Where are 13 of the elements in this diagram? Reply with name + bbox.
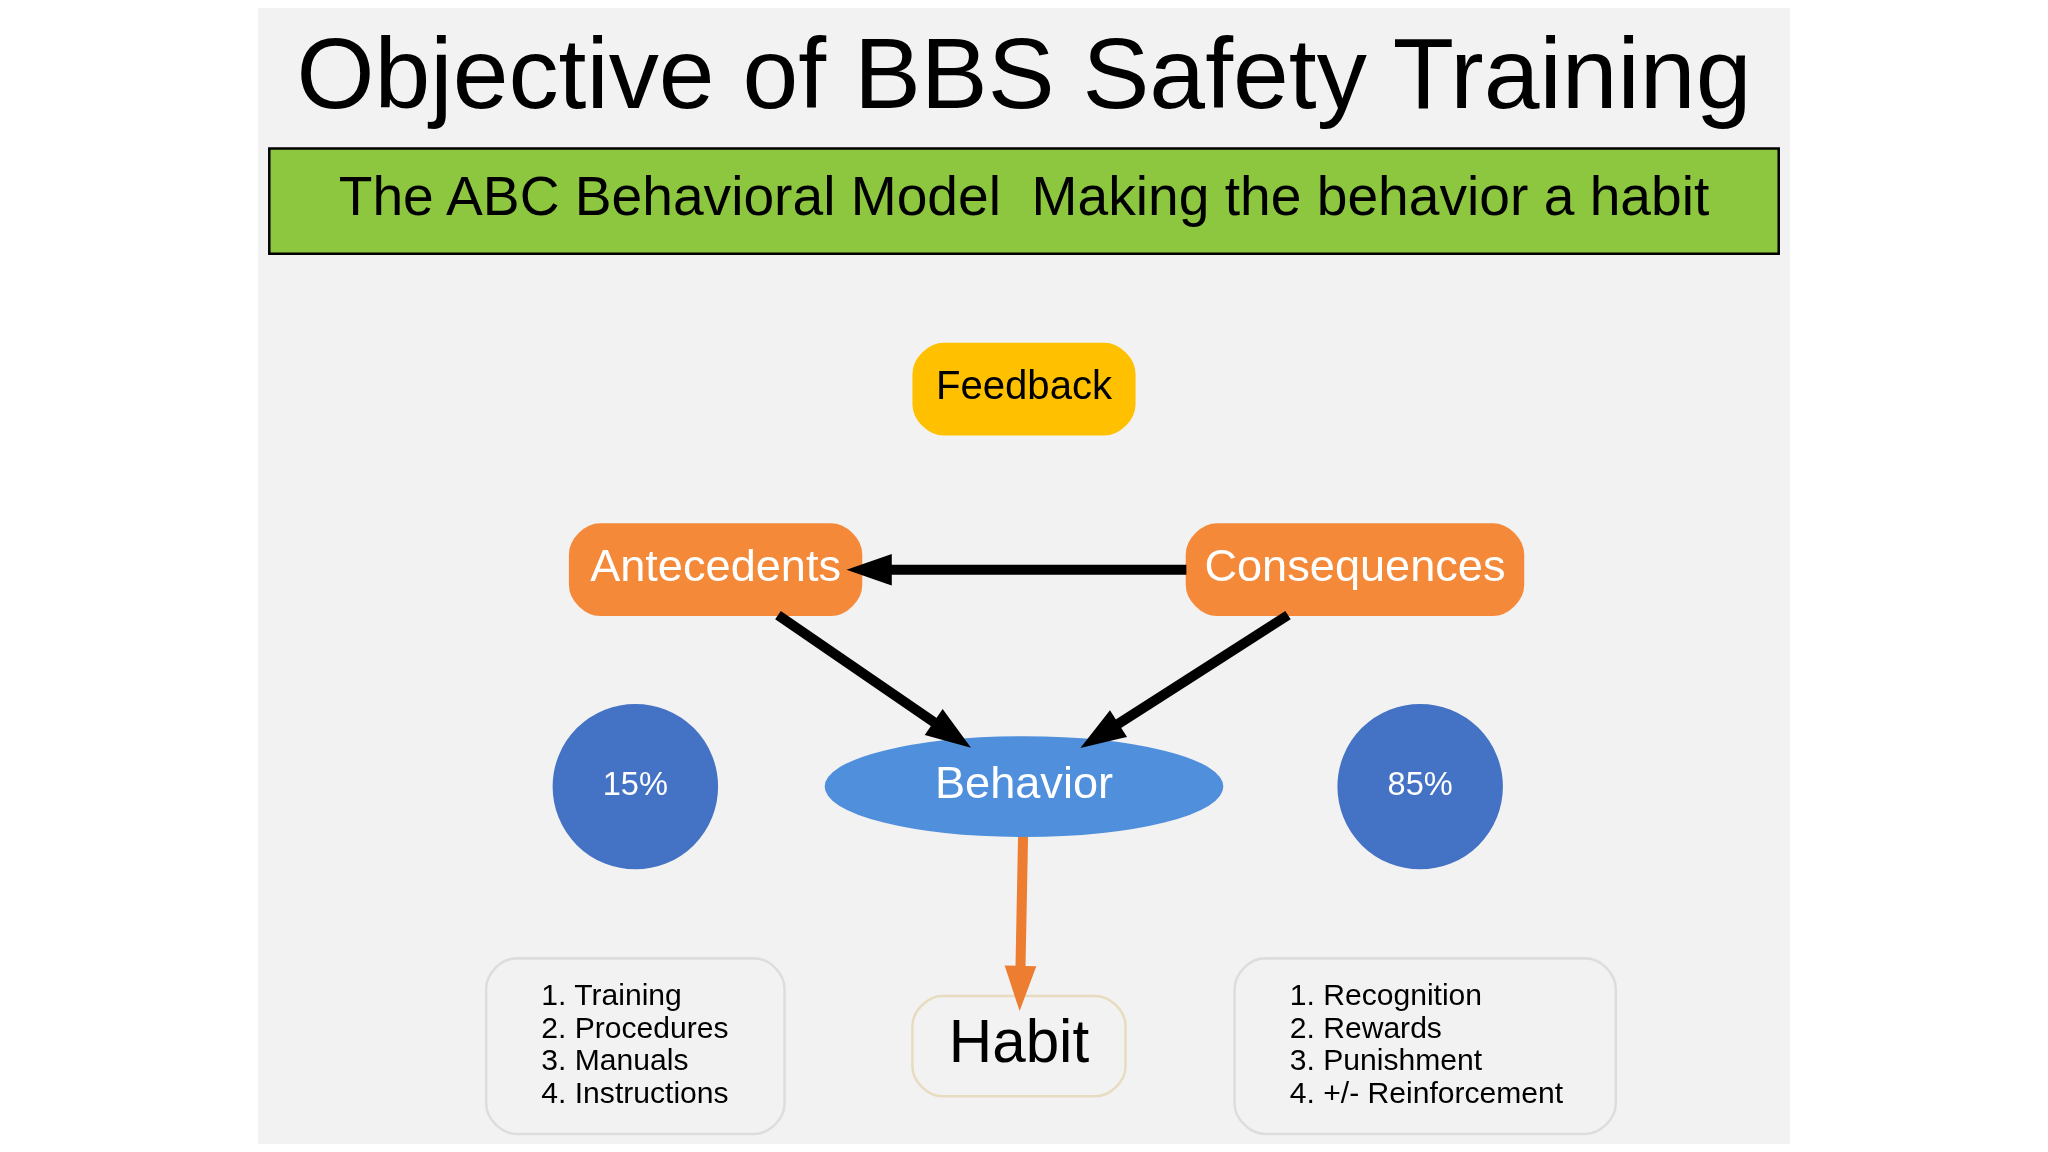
arrow <box>775 610 971 748</box>
node-box: Feedback <box>912 342 1136 436</box>
node-circle: 15% <box>552 703 719 870</box>
node-ellipse: Behavior <box>824 736 1224 837</box>
node-box: The ABC Behavioral Model Making the behavior a habit <box>268 147 1780 256</box>
node-box: Consequences <box>1185 523 1525 617</box>
node-box: Habit <box>911 994 1127 1098</box>
arrow <box>1080 610 1291 748</box>
node-box: Antecedents <box>568 523 863 617</box>
arrow <box>1004 836 1037 1012</box>
diagram-title: Objective of BBS Safety Training <box>296 17 1752 130</box>
arrow <box>846 553 1187 586</box>
node-circle: 85% <box>1337 703 1503 870</box>
